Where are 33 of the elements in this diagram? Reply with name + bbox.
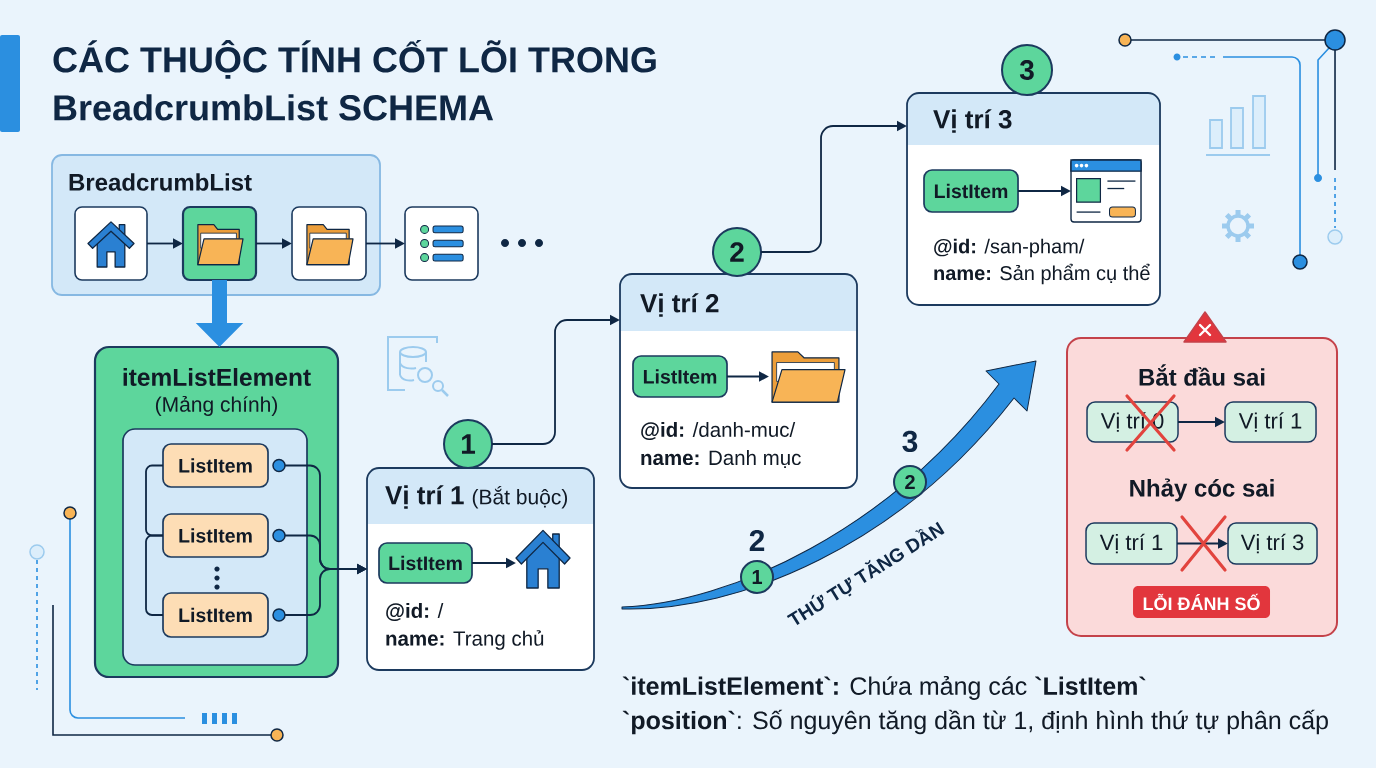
property-text: name: Trang chủ xyxy=(386,630,544,650)
note-text: `itemListElement`: Chứa mảng các `ListItem` xyxy=(622,676,1146,700)
list-item-box: ListItem xyxy=(162,592,269,638)
note-text: `position`: Số nguyên tăng dần từ 1, định hình thứ tự phân cấp xyxy=(622,709,1328,735)
box-heading: BreadcrumbList xyxy=(69,173,252,191)
property-text: name: Danh mục xyxy=(641,450,801,468)
property-text: @id: / xyxy=(386,602,444,622)
card-heading: Vị trí 1 xyxy=(385,485,464,509)
webpage-icon xyxy=(1070,159,1142,223)
position-box: Vị trí 1 xyxy=(1085,522,1178,565)
list-item-pill: ListItem xyxy=(378,542,473,584)
box-heading: Nhảy cóc sai xyxy=(1130,478,1274,502)
folder-icon xyxy=(771,351,846,403)
position-box: Vị trí 3 xyxy=(1227,522,1318,565)
card-heading: Vị trí 2 xyxy=(640,293,719,317)
step-number: 2 xyxy=(749,530,765,551)
title: CÁC THUỘC TÍNH CỐT LÕI TRONG BreadcrumbList SCHEMA xyxy=(53,40,656,121)
list-item-pill: ListItem xyxy=(923,169,1019,213)
property-text: name: Sản phẩm cụ thể xyxy=(934,263,1150,285)
step-number: 3 xyxy=(902,430,918,452)
error-badge: LỖI ĐÁNH SỐ xyxy=(1133,586,1270,618)
property-text: @id: /san-pham/ xyxy=(934,238,1085,258)
list-item-box: ListItem xyxy=(162,513,269,558)
house-icon xyxy=(515,529,571,589)
property-text: @id: /danh-muc/ xyxy=(641,421,796,441)
box-heading: Bắt đầu sai xyxy=(1139,364,1265,386)
list-item-pill: ListItem xyxy=(632,355,728,398)
card-heading: Vị trí 3 xyxy=(933,109,1012,133)
box-heading: itemListElement xyxy=(123,368,311,386)
box-subheading: (Mảng chính) xyxy=(155,396,278,416)
position-box: Vị trí 1 xyxy=(1224,401,1317,443)
list-item-box: ListItem xyxy=(162,443,269,488)
card-note: (Bắt buộc) xyxy=(472,486,568,509)
